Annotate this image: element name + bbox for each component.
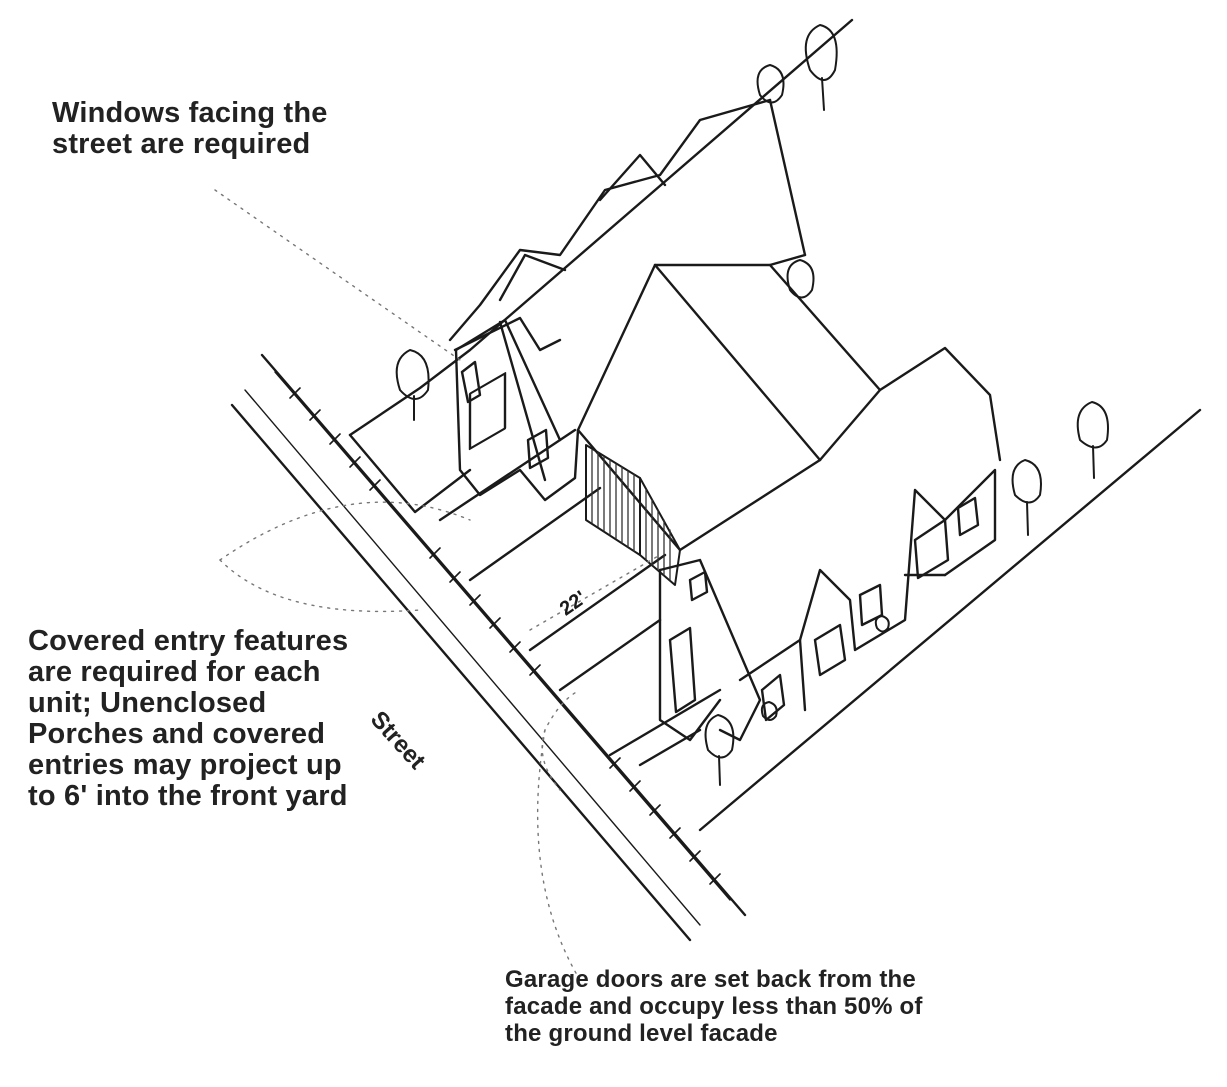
callout-covered-entry: Covered entry features are required for … — [28, 626, 348, 812]
rear-houses — [450, 100, 805, 350]
garage-doors — [586, 445, 680, 585]
leader-lines — [215, 190, 660, 980]
main-building — [578, 255, 1000, 550]
callout-windows: Windows facing the street are required — [52, 98, 328, 160]
callout-garage-doors: Garage doors are set back from the facad… — [505, 966, 923, 1047]
front-house — [660, 470, 995, 740]
setback-dimension-label: 22' — [556, 587, 591, 621]
lot-lines — [350, 20, 1200, 830]
